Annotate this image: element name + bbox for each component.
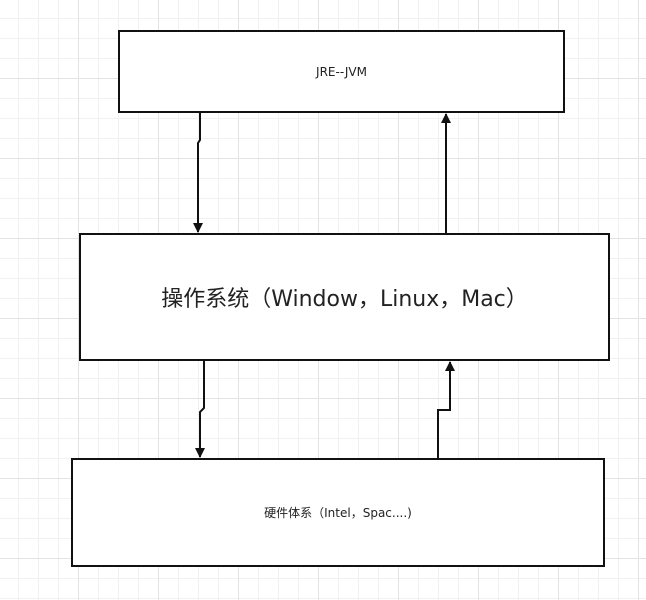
- hardware-node: 硬件体系（Intel，Spac....): [71, 458, 605, 567]
- jre-jvm-node: JRE--JVM: [118, 30, 565, 113]
- edge-jre-to-os: [193, 113, 203, 233]
- jre-jvm-label: JRE--JVM: [316, 64, 367, 79]
- edge-hardware-to-os: [437, 361, 455, 458]
- edge-os-to-hardware: [195, 361, 205, 458]
- operating-system-label: 操作系统（Window，Linux，Mac）: [161, 287, 528, 312]
- operating-system-node: 操作系统（Window，Linux，Mac）: [79, 233, 610, 361]
- hardware-label: 硬件体系（Intel，Spac....): [264, 506, 412, 520]
